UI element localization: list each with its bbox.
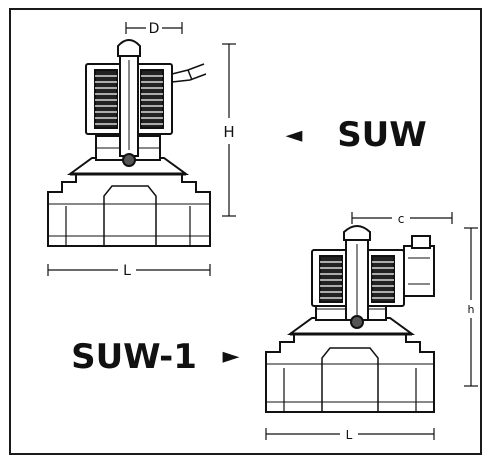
- dims-suw: [47, 22, 236, 276]
- dim-l-bottom-label: L: [346, 428, 353, 442]
- suw-1-pointer: ►: [223, 344, 240, 369]
- valve-suw: [47, 39, 211, 247]
- valve-suw-1: [265, 225, 435, 413]
- dim-h-small-label: h: [468, 303, 475, 316]
- suw-1-label: SUW-1: [71, 337, 197, 377]
- dims-suw-1: [265, 212, 478, 440]
- dim-l-label: L: [123, 263, 131, 279]
- dim-h-label: H: [223, 123, 234, 141]
- suw-pointer: ◄: [286, 123, 303, 148]
- suw-label: SUW: [337, 115, 427, 155]
- dim-c-label: c: [398, 212, 405, 226]
- dim-d-label: D: [149, 21, 160, 37]
